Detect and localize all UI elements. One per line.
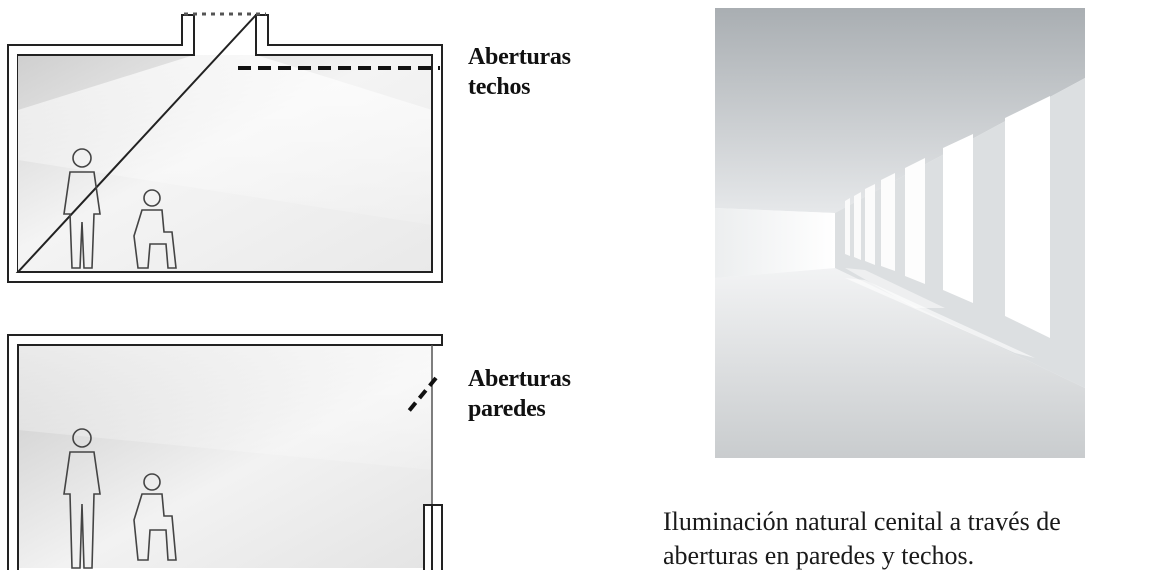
sitting-person-icon [133,473,177,561]
standing-person-icon [63,148,101,269]
wall-label-line2: paredes [468,396,546,422]
top-room-section [7,12,443,283]
caption-line2: aberturas en paredes y techos. [663,541,975,570]
wall-openings-label: Aberturas paredes [468,364,571,424]
bottom-room-section [7,334,443,570]
wall-opening-marker [406,376,438,414]
caption-line1: Iluminación natural cenital a través de [663,507,1061,536]
sitting-person-icon [133,189,177,269]
standing-person-icon [63,428,101,569]
ceiling-label-line2: techos [468,74,531,100]
figure-caption: Iluminación natural cenital a través de … [663,505,1156,573]
wall-label-line1: Aberturas [468,366,571,392]
ceiling-label-line1: Aberturas [468,44,571,70]
corridor-photo [715,8,1085,458]
ceiling-openings-label: Aberturas techos [468,42,571,102]
